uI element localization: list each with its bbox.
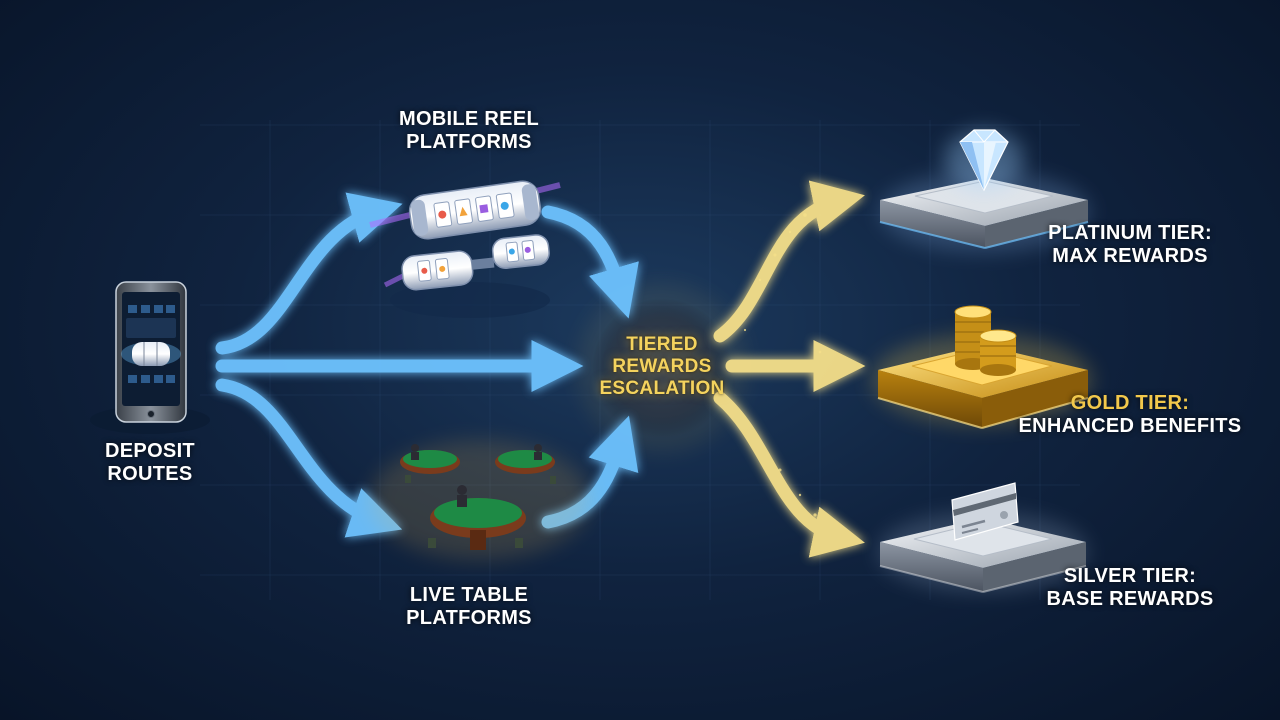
arrow-hub-to-silver [713,391,865,558]
arrow-reel-to-hub [541,205,639,319]
mobile-reel-platforms-label: MOBILE REEL PLATFORMS [374,108,564,154]
platinum-tier-label: PLATINUM TIER: MAX REWARDS [1020,222,1240,268]
coin-stack-icon [954,305,1017,376]
arrow-deposit-to-reel [215,192,403,355]
gold-tier-label: GOLD TIER: ENHANCED BENEFITS [1010,392,1250,438]
live-table-line-2: PLATFORMS [406,607,532,629]
hub-line-2: REWARDS [612,356,712,377]
card-icon [951,482,1019,541]
gold-flow-arrows [713,180,866,558]
slot-reels-icon [369,180,561,318]
deposit-routes-line-1: DEPOSIT [105,440,195,462]
mobile-reel-line-2: PLATFORMS [406,131,532,153]
deposit-routes-line-2: ROUTES [107,463,193,485]
silver-tier-label: SILVER TIER: BASE REWARDS [1020,565,1240,611]
tiered-rewards-escalation-label: TIERED REWARDS ESCALATION [582,334,742,400]
sparkles [743,213,822,517]
live-table-platforms-label: LIVE TABLE PLATFORMS [374,584,564,630]
platinum-tier-line-1: PLATINUM TIER: [1048,222,1212,244]
diamond-icon [944,129,1024,192]
mobile-reel-line-1: MOBILE REEL [399,108,539,130]
hub-circle [592,298,732,438]
hub-line-3: ESCALATION [599,378,725,399]
deposit-routes-label: DEPOSIT ROUTES [90,440,210,486]
arrow-hub-to-platinum [713,180,865,343]
live-table-line-1: LIVE TABLE [409,584,529,606]
smartphone-icon [90,281,210,434]
gold-tier-line-1: GOLD TIER: [1070,392,1190,414]
hub-line-1: TIERED [626,334,698,355]
silver-platform [878,512,1088,593]
silver-tier-line-1: SILVER TIER: [1063,565,1197,587]
platinum-platform [879,172,1090,252]
platinum-tier-line-2: MAX REWARDS [1052,245,1208,267]
gold-tier-line-2: ENHANCED BENEFITS [1018,415,1242,437]
arrow-deposit-to-table [215,378,403,538]
casino-tables-icon [370,440,590,560]
silver-tier-line-2: BASE REWARDS [1046,588,1214,610]
